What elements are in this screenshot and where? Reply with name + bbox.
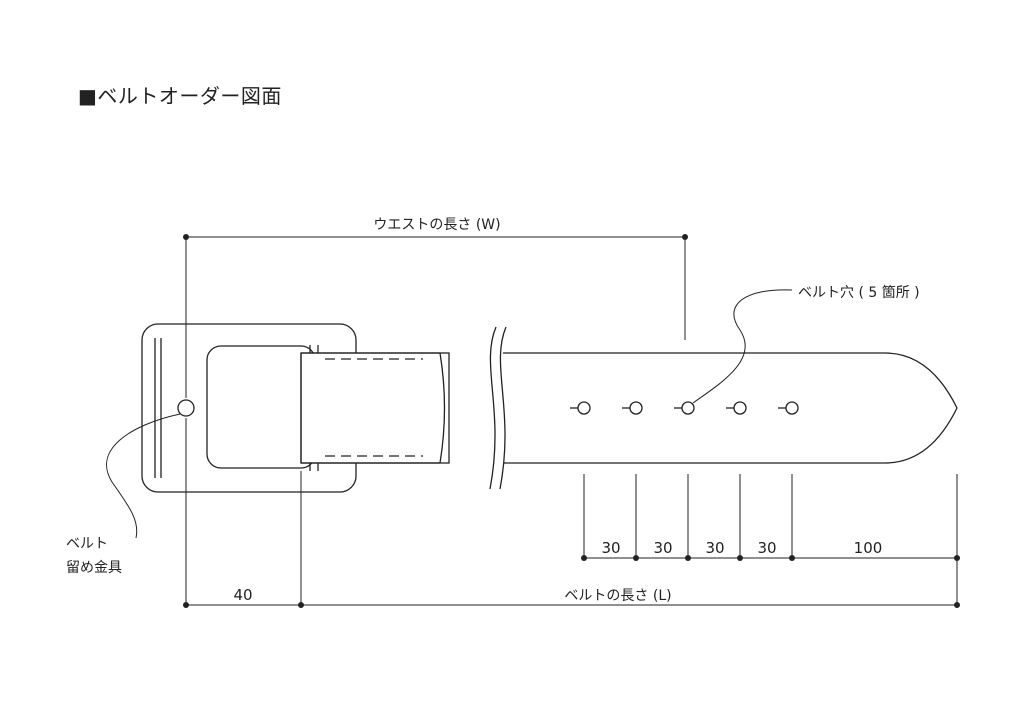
tip-length-value: 100 <box>854 539 883 557</box>
belt-hole <box>778 401 799 415</box>
waist-dimension <box>185 236 686 605</box>
buckle-offset-value: 40 <box>233 586 252 604</box>
hole-spacing-value: 30 <box>705 539 724 557</box>
belt-strap-left <box>300 345 450 471</box>
break-line-right <box>499 326 507 490</box>
belt-length-label: ベルトの長さ (L) <box>564 588 671 604</box>
hole-spacing-dimension <box>583 474 958 605</box>
dimension-dots <box>183 234 960 608</box>
belt-holes <box>570 401 799 415</box>
waist-length-label: ウエストの長さ (W) <box>373 217 500 233</box>
belt-hole <box>570 401 591 415</box>
belt-hole <box>622 401 643 415</box>
buckle-inner-opening <box>206 345 316 469</box>
belt-holes-leader <box>692 289 793 404</box>
belt-length-dimension <box>186 471 957 606</box>
belt-hole <box>726 401 747 415</box>
hole-spacing-value: 30 <box>601 539 620 557</box>
hole-spacing-value: 30 <box>653 539 672 557</box>
belt-holes-label: ベルト穴 ( 5 箇所 ) <box>798 284 920 301</box>
belt-hole <box>674 401 695 415</box>
buckle-leader <box>106 413 181 539</box>
hole-spacing-value: 30 <box>757 539 776 557</box>
belt-strap-right <box>503 352 958 464</box>
buckle-pin-circle <box>177 399 195 417</box>
break-line-left <box>489 326 497 490</box>
buckle-label-line2: 留め金具 <box>66 560 122 576</box>
page-title: ■ベルトオーダー図面 <box>78 84 282 108</box>
buckle-label-line1: ベルト <box>66 536 108 552</box>
